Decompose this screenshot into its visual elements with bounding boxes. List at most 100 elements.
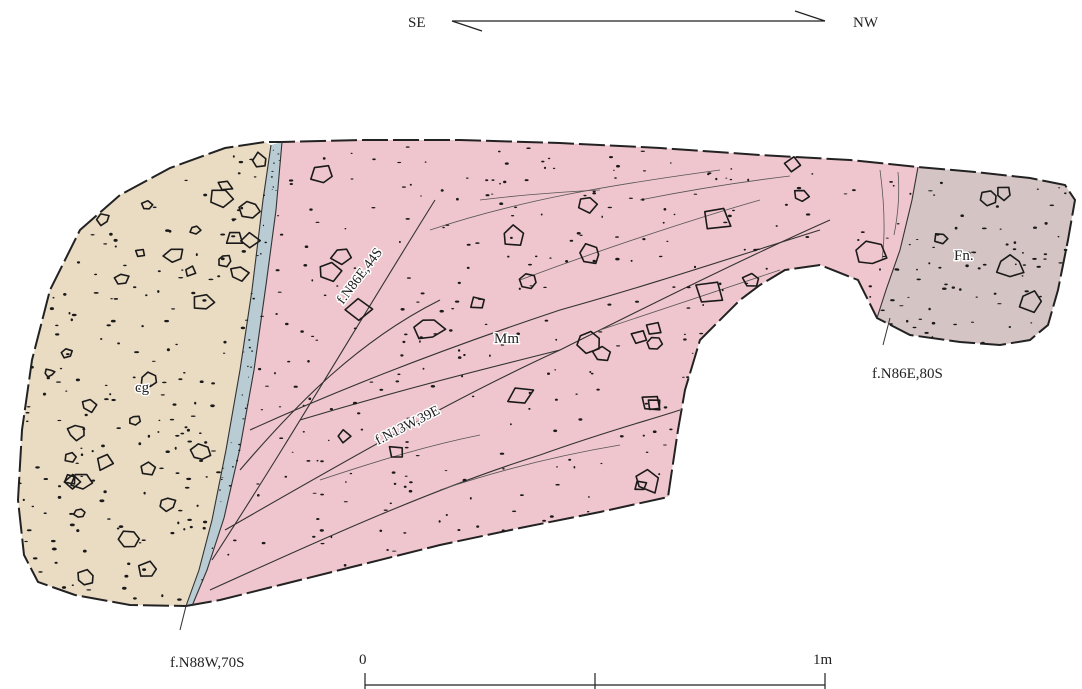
matrix-dot [350, 473, 353, 474]
matrix-dot [699, 333, 703, 335]
matrix-dot [345, 481, 347, 483]
matrix-dot [92, 480, 96, 482]
matrix-dot [1050, 205, 1055, 207]
matrix-dot [273, 163, 275, 164]
matrix-dot [33, 557, 38, 559]
matrix-dot [300, 330, 304, 333]
matrix-dot [26, 421, 29, 423]
matrix-dot [60, 368, 62, 370]
matrix-dot [31, 366, 34, 369]
matrix-dot [960, 214, 964, 217]
matrix-dot [502, 529, 505, 532]
matrix-dot [76, 463, 79, 464]
matrix-dot [80, 476, 83, 477]
matrix-dot [76, 379, 80, 382]
matrix-dot [110, 298, 113, 299]
matrix-dot [94, 292, 99, 294]
matrix-dot [23, 499, 25, 501]
matrix-dot [646, 452, 649, 453]
matrix-dot [596, 389, 599, 391]
matrix-dot [631, 260, 633, 262]
matrix-dot [392, 551, 396, 552]
unit-label-cg: cg [135, 380, 150, 396]
matrix-dot [526, 147, 530, 149]
matrix-dot [502, 468, 505, 470]
matrix-dot [271, 171, 273, 172]
matrix-dot [461, 375, 463, 377]
matrix-dot [204, 441, 207, 444]
matrix-dot [1045, 222, 1048, 225]
matrix-dot [311, 279, 313, 281]
matrix-dot [399, 241, 401, 243]
matrix-dot [169, 230, 172, 233]
matrix-dot [384, 510, 388, 511]
matrix-dot [1022, 275, 1024, 276]
matrix-dot [687, 286, 691, 288]
matrix-dot [909, 193, 911, 195]
matrix-dot [475, 242, 479, 244]
matrix-dot [177, 598, 182, 600]
matrix-dot [142, 539, 146, 541]
matrix-dot [232, 220, 235, 222]
matrix-dot [591, 373, 594, 375]
matrix-dot [442, 227, 445, 229]
matrix-dot [203, 194, 207, 197]
matrix-dot [139, 542, 142, 543]
fault-label-n88w-70s: f.N88W,70S [170, 655, 244, 671]
matrix-dot [1023, 264, 1026, 266]
matrix-dot [542, 520, 546, 522]
matrix-dot [265, 386, 269, 387]
matrix-dot [157, 431, 159, 433]
matrix-dot [153, 207, 157, 209]
matrix-dot [397, 162, 401, 163]
matrix-dot [263, 225, 264, 226]
matrix-dot [127, 563, 130, 566]
orientation-indicator: SE NW [408, 11, 879, 31]
matrix-dot [62, 586, 66, 589]
matrix-dot [776, 225, 778, 227]
matrix-dot [241, 207, 244, 210]
matrix-dot [170, 532, 174, 534]
matrix-dot [1044, 253, 1047, 255]
matrix-dot [458, 356, 462, 359]
matrix-dot [886, 238, 889, 239]
matrix-dot [115, 246, 117, 248]
matrix-dot [670, 162, 672, 163]
matrix-dot [331, 536, 333, 538]
matrix-dot [629, 198, 633, 199]
matrix-dot [70, 524, 75, 527]
matrix-dot [940, 182, 943, 184]
matrix-dot [247, 366, 249, 367]
matrix-dot [664, 406, 668, 408]
matrix-dot [766, 268, 768, 270]
matrix-dot [510, 423, 512, 425]
matrix-dot [72, 584, 74, 586]
matrix-dot [175, 344, 178, 345]
matrix-dot [142, 568, 146, 571]
matrix-dot [119, 525, 124, 528]
matrix-dot [907, 297, 909, 298]
matrix-dot [249, 159, 254, 161]
matrix-dot [553, 430, 557, 433]
matrix-dot [285, 323, 289, 325]
matrix-dot [441, 189, 444, 192]
matrix-dot [194, 402, 196, 405]
matrix-dot [185, 426, 188, 428]
matrix-dot [416, 455, 420, 456]
matrix-dot [85, 414, 88, 416]
matrix-dot [261, 409, 263, 410]
matrix-dot [344, 564, 347, 567]
matrix-dot [909, 244, 911, 245]
matrix-dot [570, 240, 574, 242]
matrix-dot [451, 308, 454, 309]
matrix-dot [123, 265, 127, 267]
matrix-dot [212, 547, 213, 549]
matrix-dot [440, 310, 444, 313]
matrix-dot [1037, 189, 1039, 190]
matrix-dot [50, 307, 54, 310]
matrix-dot [222, 468, 225, 469]
matrix-dot [99, 499, 104, 502]
matrix-dot [641, 151, 645, 152]
matrix-dot [507, 256, 509, 258]
matrix-dot [554, 369, 556, 370]
